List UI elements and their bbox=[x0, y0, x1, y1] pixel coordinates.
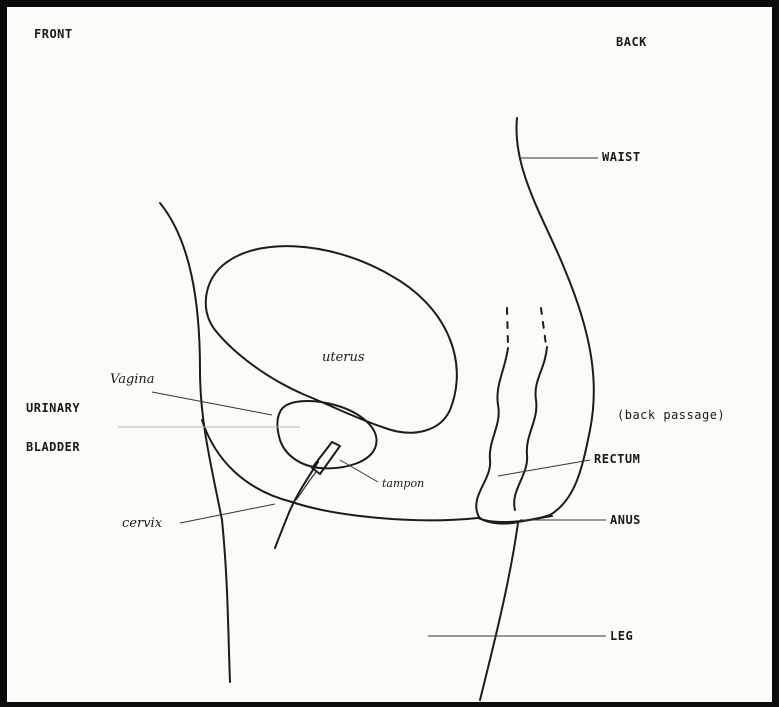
vagina-bladder-shape bbox=[277, 401, 376, 468]
vagina-leader bbox=[152, 392, 272, 415]
waist-label: WAIST bbox=[602, 150, 641, 164]
rectum-dash-left bbox=[507, 308, 508, 345]
cervix-label: cervix bbox=[122, 516, 162, 531]
back-leg-outline bbox=[480, 523, 518, 700]
rectum-dash-right bbox=[541, 308, 546, 345]
tampon-shape bbox=[296, 442, 340, 500]
perineum-outline bbox=[202, 420, 478, 520]
tampon-label: tampon bbox=[382, 477, 424, 490]
back-body-outline bbox=[478, 118, 594, 522]
vagina-label: Vagina bbox=[110, 372, 155, 387]
front-label: FRONT bbox=[34, 27, 73, 41]
rectum-label: RECTUM bbox=[594, 452, 640, 466]
back-label: BACK bbox=[616, 35, 647, 49]
rectum-right-wall bbox=[514, 347, 547, 510]
anus-opening bbox=[478, 515, 552, 524]
urinary-label: URINARY bbox=[26, 401, 80, 415]
rectum-left-wall bbox=[476, 348, 508, 515]
uterus-label: uterus bbox=[322, 350, 365, 365]
back-passage-label: (back passage) bbox=[617, 408, 725, 422]
vaginal-canal-line bbox=[275, 462, 318, 548]
rectum-leader bbox=[498, 460, 590, 476]
bladder-label: BLADDER bbox=[26, 440, 80, 454]
cervix-leader bbox=[180, 504, 275, 523]
anus-label: ANUS bbox=[610, 513, 641, 527]
leg-label: LEG bbox=[610, 629, 633, 643]
front-body-outline bbox=[160, 203, 230, 682]
